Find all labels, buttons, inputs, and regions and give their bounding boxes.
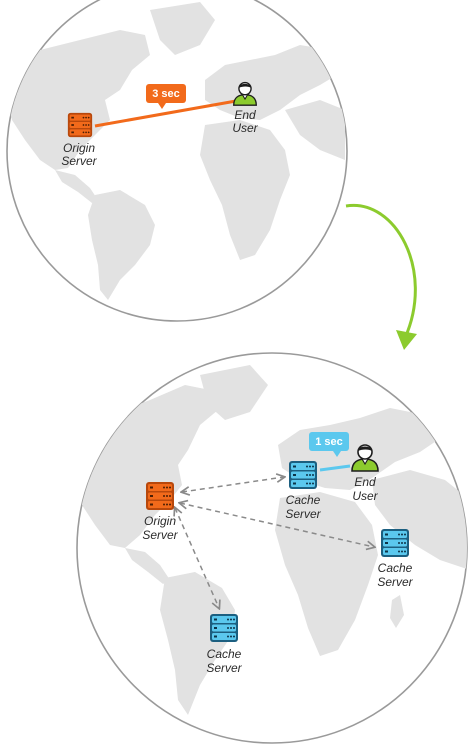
cache-server-europe-label-line2: Server bbox=[285, 507, 321, 521]
latency-badge-3sec: 3 sec bbox=[146, 84, 186, 109]
cache-server-asia-label-line1: Cache bbox=[378, 561, 413, 575]
dashed-link-origin-to-cache-asia bbox=[180, 503, 374, 547]
top-globe: 3 sec Origin Server End User bbox=[6, 0, 348, 322]
transition-arrow bbox=[345, 203, 417, 339]
dashed-link-origin-to-cache-south-america bbox=[175, 508, 219, 608]
top-world-map bbox=[7, 2, 345, 300]
cache-server-south-america-label-line1: Cache bbox=[207, 647, 242, 661]
end-user-label-line2: User bbox=[232, 121, 258, 135]
latency-badge-1sec-text: 1 sec bbox=[315, 436, 343, 448]
cache-server-asia-label-line2: Server bbox=[377, 575, 413, 589]
cache-server-europe-icon bbox=[289, 461, 317, 489]
end-user-label-line1: End bbox=[234, 108, 256, 122]
origin-server-label-line1: Origin bbox=[63, 141, 95, 155]
cache-server-europe-label-line1: Cache bbox=[286, 493, 321, 507]
transition-arrow-head-icon bbox=[396, 330, 417, 350]
dashed-link-origin-to-cache-europe bbox=[182, 477, 284, 492]
origin-server-label-line2: Server bbox=[61, 154, 97, 168]
origin-server-icon bbox=[67, 112, 93, 138]
slow-connection-line bbox=[94, 99, 237, 128]
fast-connection-line bbox=[319, 464, 351, 472]
end-user-bottom-label-line2: User bbox=[352, 489, 378, 503]
bottom-globe: 1 sec Origin Server Cache Server End Use… bbox=[76, 352, 468, 744]
cache-server-south-america-icon bbox=[210, 614, 238, 642]
latency-badge-1sec: 1 sec bbox=[309, 432, 349, 457]
bottom-world-map bbox=[77, 365, 467, 715]
origin-server-bottom-label-line1: Origin bbox=[144, 514, 176, 528]
end-user-bottom-label-line1: End bbox=[354, 475, 376, 489]
origin-server-bottom-label-line2: Server bbox=[142, 528, 178, 542]
origin-server-icon-bottom bbox=[146, 482, 174, 510]
latency-badge-text: 3 sec bbox=[152, 88, 180, 100]
cache-server-asia-icon bbox=[381, 529, 409, 557]
cache-server-south-america-label-line2: Server bbox=[206, 661, 242, 675]
